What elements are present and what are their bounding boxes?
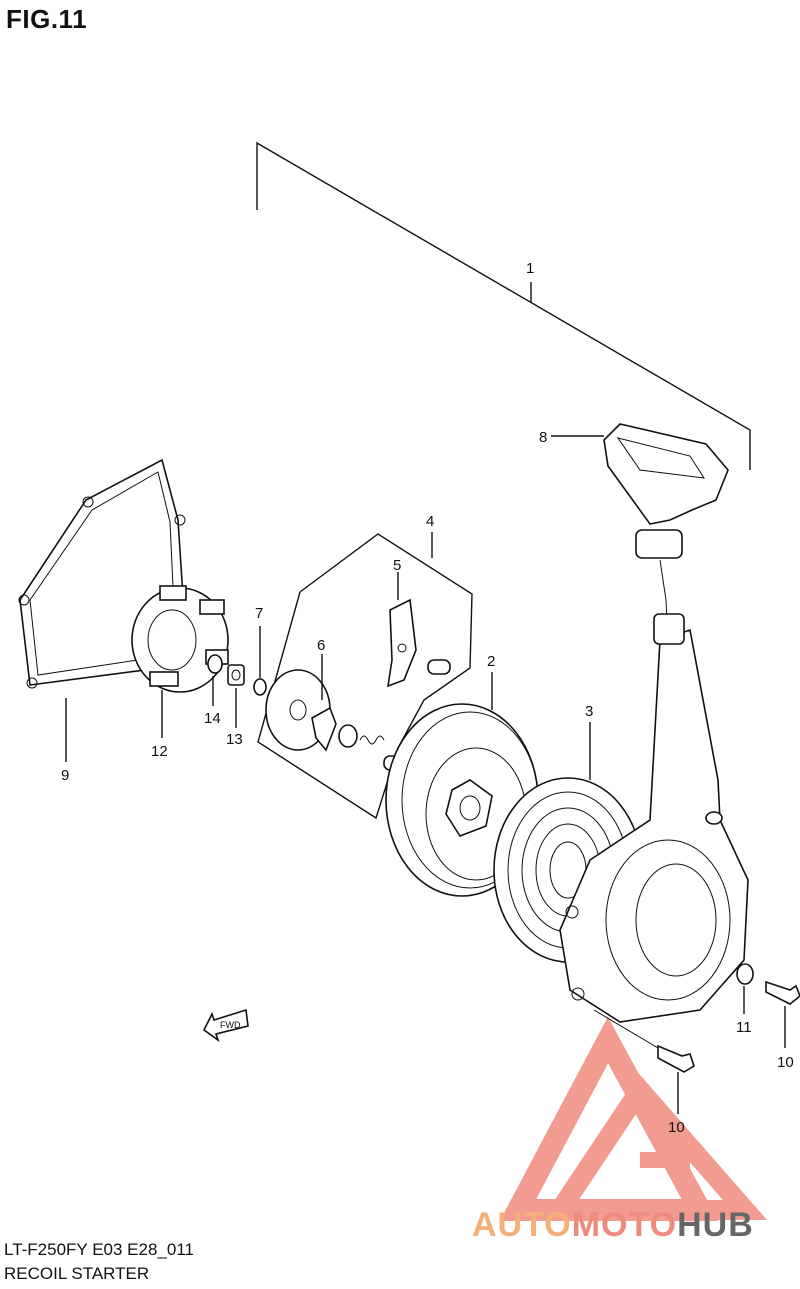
callout-10-right: 10 (777, 1054, 794, 1071)
nut-13 (227, 664, 245, 728)
callout-3: 3 (585, 703, 593, 720)
watermark-part1: AUTO (472, 1206, 572, 1244)
figure-code: LT-F250FY E03 E28_011 (4, 1240, 194, 1259)
starter-case (559, 628, 749, 1023)
watermark-text: AUTOMOTOHUB (472, 1206, 754, 1244)
callout-14: 14 (204, 710, 221, 727)
callout-9: 9 (61, 767, 69, 784)
drive-cup-12 (131, 585, 229, 738)
ratchet-guide-6 (265, 654, 337, 752)
callout-labels: 1 2 3 4 5 6 7 8 9 10 10 11 12 13 14 (61, 260, 794, 1136)
callout-13: 13 (226, 731, 243, 748)
callout-7: 7 (255, 605, 263, 622)
callout-8: 8 (539, 429, 547, 446)
washer-11 (736, 963, 754, 1014)
bolt-10-lower (593, 1009, 695, 1114)
callout-11: 11 (736, 1019, 752, 1036)
assembly-bracket-4 (257, 532, 473, 820)
assembly-bracket-1 (256, 141, 751, 470)
callout-12: 12 (151, 743, 168, 760)
callout-1: 1 (526, 260, 534, 277)
starter-rope (653, 559, 685, 645)
starter-handle-8 (551, 423, 729, 559)
callout-5: 5 (393, 557, 401, 574)
figure-title: FIG.11 (6, 4, 88, 34)
watermark-part3: HUB (677, 1206, 754, 1244)
pin (427, 659, 451, 675)
ratchet-5 (387, 572, 417, 688)
fwd-label: FWD (220, 1020, 241, 1030)
washer-7 (253, 626, 267, 696)
callout-4: 4 (426, 513, 434, 530)
callout-6: 6 (317, 637, 325, 654)
bolt-10-right (765, 980, 800, 1048)
watermark-part2: MOTO (572, 1206, 677, 1244)
washer-14 (207, 654, 223, 706)
fwd-arrow: FWD (202, 1008, 249, 1043)
watermark-logo (499, 1016, 768, 1221)
callout-10-lower: 10 (668, 1119, 685, 1136)
svg-text:AUTOMOTOHUB: AUTOMOTOHUB (472, 1206, 754, 1244)
callout-2: 2 (487, 653, 495, 670)
figure-name: RECOIL STARTER (4, 1264, 150, 1283)
